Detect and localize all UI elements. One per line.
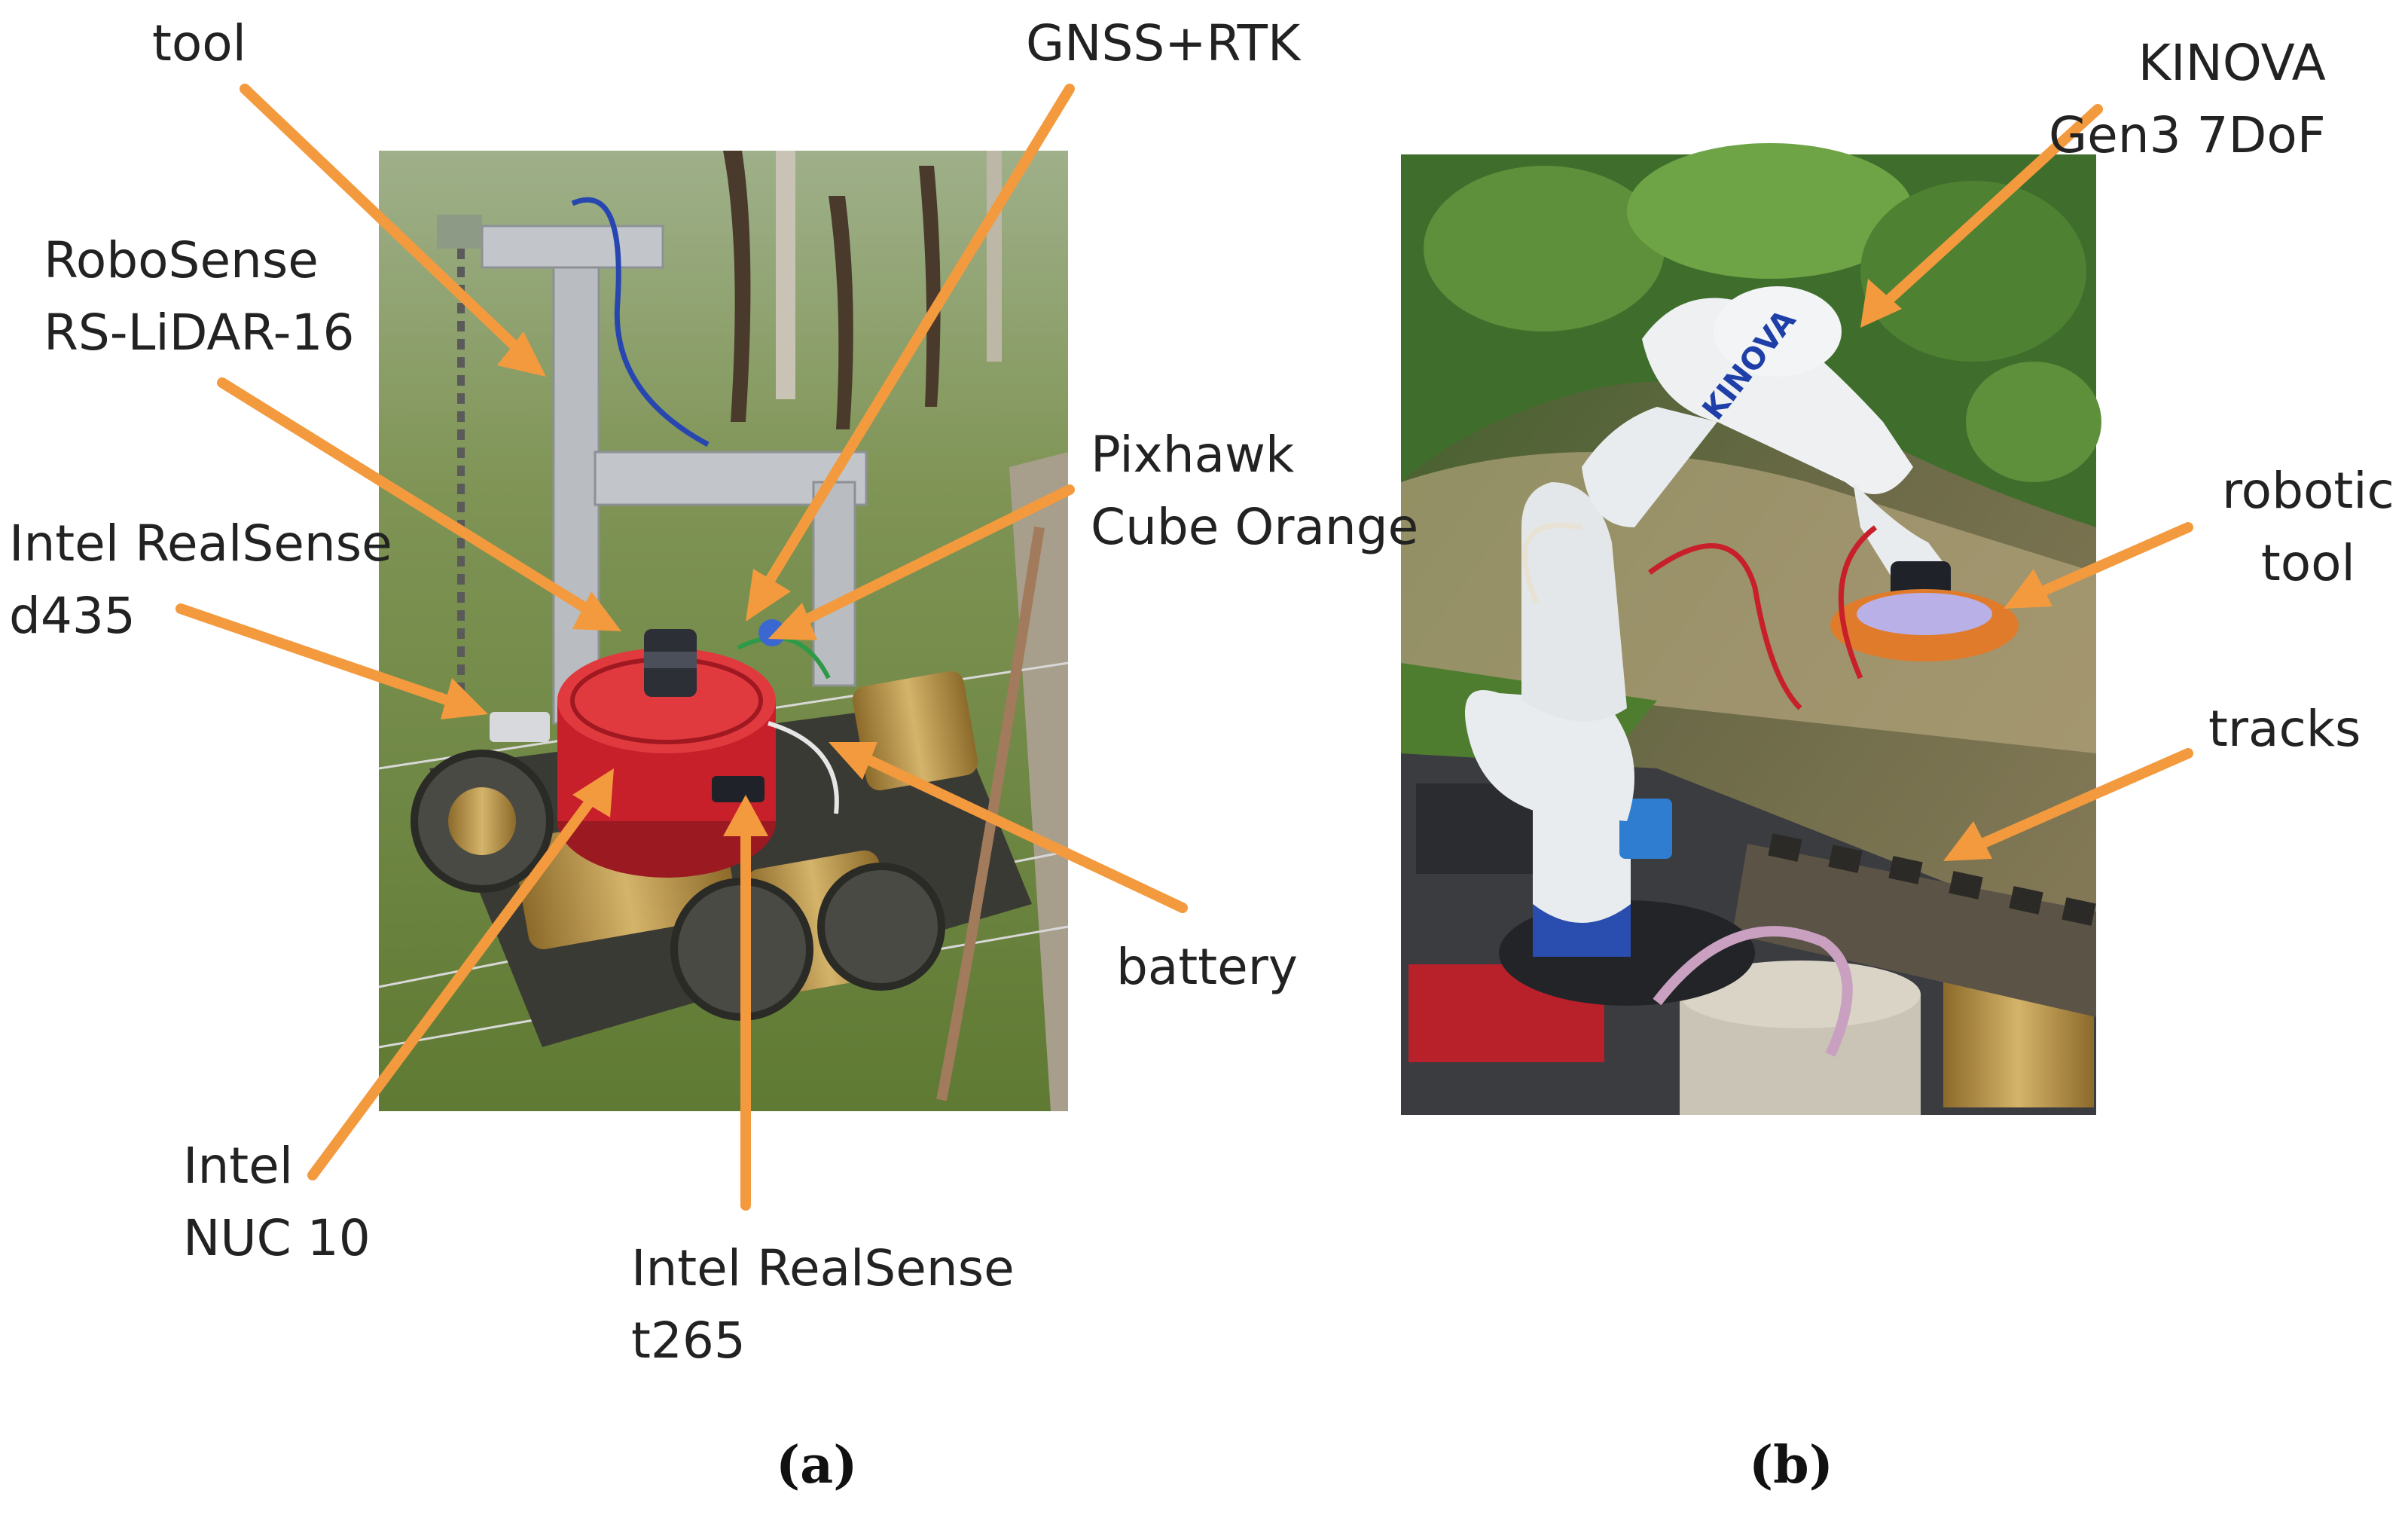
label-battery: battery [1116,938,1298,996]
arrow-head-tracks [1943,821,1992,861]
arrow-head-robosense [572,591,621,631]
arrow-head-d435 [441,678,488,719]
photo-b: KINOVA [1401,143,2101,1115]
label-robotic-tool: robotic tool [2222,462,2394,592]
arrow-head-robotic-tool [2004,569,2052,609]
tool-gripper [437,215,482,249]
tool-frame [552,240,600,725]
photo-a [378,151,1069,1111]
tracks-device [1732,844,2096,1017]
label-intel-nuc: Intel NUC 10 [183,1137,371,1267]
label-tool: tool [152,14,246,72]
vine-post [987,151,1002,362]
arrow-head-nuc [572,768,614,817]
arrow-head-gnss [746,569,791,622]
annotation-arrows [175,84,2193,1211]
label-kinova-gen3: KINOVA Gen3 7DoF [2049,34,2326,164]
arrow-head-pixhawk [768,603,817,640]
label-realsense-t265: Intel RealSense t265 [631,1239,1015,1370]
arrow-head-battery [829,742,877,780]
caption-a: (a) [776,1435,858,1495]
realsense-d435-device [490,712,550,742]
caption-b: (b) [1749,1435,1833,1495]
vine-trunk [919,166,941,407]
arrow-head-kinova [1860,279,1902,328]
gnss-antenna [758,619,786,646]
label-robosense-lidar: RoboSense RS-LiDAR-16 [44,231,355,362]
realsense-t265-device [712,776,765,802]
label-realsense-d435: Intel RealSense d435 [9,515,392,645]
label-tracks: tracks [2208,700,2361,758]
label-pixhawk: Pixhawk Cube Orange [1091,426,1419,556]
vine-trunk [723,151,751,422]
vine-trunk [829,196,853,429]
arrow-head-tool [497,331,546,377]
label-gnss-rtk: GNSS+RTK [1026,14,1301,72]
vine-post [776,151,795,399]
arrow-head-t265 [723,795,768,836]
